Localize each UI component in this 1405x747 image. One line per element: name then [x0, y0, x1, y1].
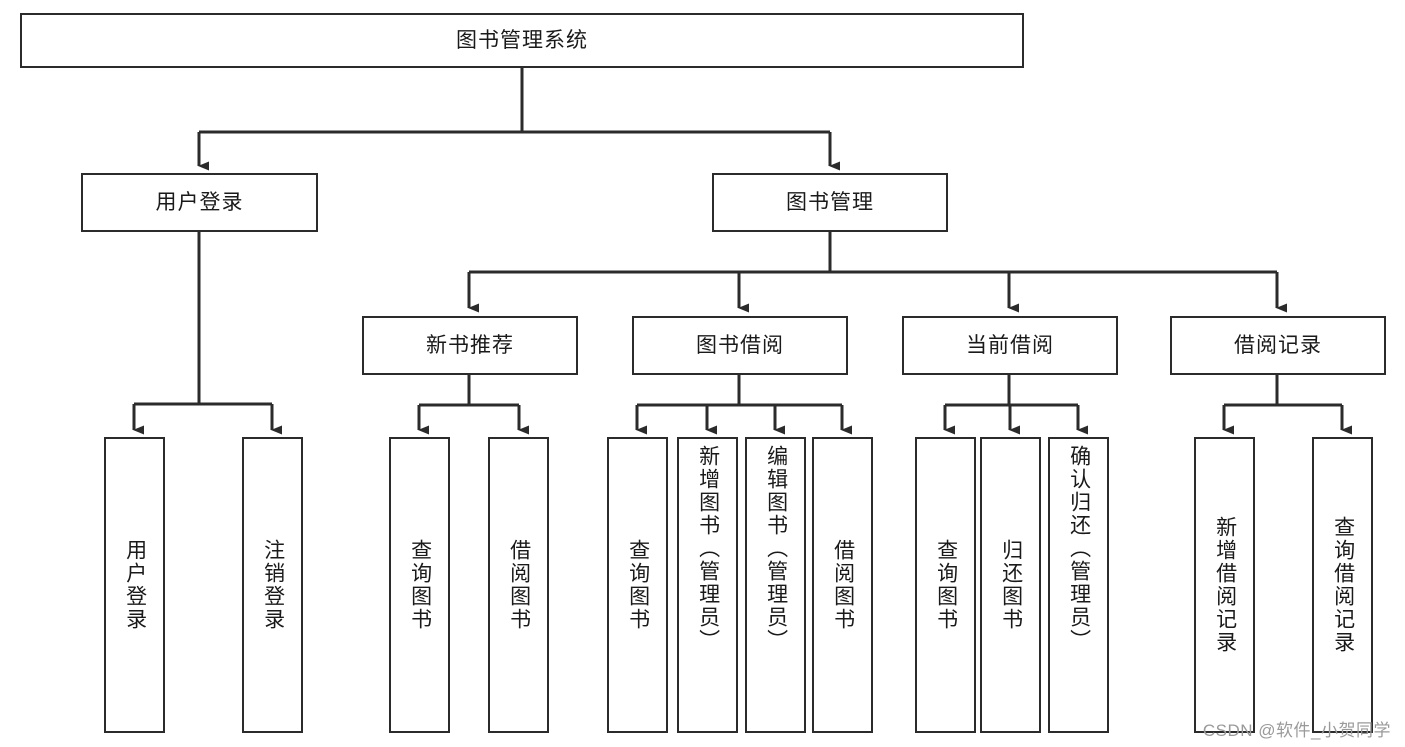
node-label: 编辑图书（管理员）	[764, 445, 788, 652]
node-user-login[interactable]: 用户登录	[81, 173, 318, 232]
node-label: 新增借阅记录	[1213, 516, 1237, 654]
node-label: 借阅记录	[1234, 333, 1322, 357]
node-label: 图书借阅	[696, 333, 784, 357]
node-new-book-recommend[interactable]: 新书推荐	[362, 316, 578, 375]
node-book-borrow[interactable]: 图书借阅	[632, 316, 848, 375]
node-book-management[interactable]: 图书管理	[712, 173, 948, 232]
node-borrow-record[interactable]: 借阅记录	[1170, 316, 1386, 375]
node-label: 归还图书	[999, 539, 1023, 631]
node-label: 用户登录	[155, 190, 244, 214]
node-leaf-query-book-current[interactable]: 查询图书	[915, 437, 976, 733]
node-current-borrow[interactable]: 当前借阅	[902, 316, 1118, 375]
node-label: 查询图书	[626, 539, 650, 631]
node-leaf-borrow-book-recommend[interactable]: 借阅图书	[488, 437, 549, 733]
node-label: 新书推荐	[426, 333, 514, 357]
node-label: 图书管理系统	[456, 28, 588, 52]
node-label: 新增图书（管理员）	[696, 445, 720, 652]
node-leaf-add-borrow-record[interactable]: 新增借阅记录	[1194, 437, 1255, 733]
node-leaf-query-book-borrow[interactable]: 查询图书	[607, 437, 668, 733]
node-label: 确认归还（管理员）	[1067, 445, 1091, 652]
node-leaf-add-book-admin[interactable]: 新增图书（管理员）	[677, 437, 738, 733]
node-leaf-confirm-return-admin[interactable]: 确认归还（管理员）	[1048, 437, 1109, 733]
node-leaf-borrow-book[interactable]: 借阅图书	[812, 437, 873, 733]
node-label: 查询图书	[934, 539, 958, 631]
node-leaf-edit-book-admin[interactable]: 编辑图书（管理员）	[745, 437, 806, 733]
watermark-text: CSDN @软件_小贺同学	[1202, 721, 1391, 740]
node-leaf-query-book-recommend[interactable]: 查询图书	[389, 437, 450, 733]
node-label: 当前借阅	[966, 333, 1054, 357]
node-label: 查询图书	[408, 539, 432, 631]
node-label: 用户登录	[123, 539, 147, 631]
node-leaf-logout[interactable]: 注销登录	[242, 437, 303, 733]
node-root-book-management-system[interactable]: 图书管理系统	[20, 13, 1024, 68]
node-label: 借阅图书	[831, 539, 855, 631]
node-leaf-return-book[interactable]: 归还图书	[980, 437, 1041, 733]
node-label: 图书管理	[786, 190, 874, 214]
node-label: 查询借阅记录	[1331, 516, 1355, 654]
node-leaf-user-login[interactable]: 用户登录	[104, 437, 165, 733]
node-label: 注销登录	[261, 539, 285, 631]
node-leaf-query-borrow-record[interactable]: 查询借阅记录	[1312, 437, 1373, 733]
node-label: 借阅图书	[507, 539, 531, 631]
